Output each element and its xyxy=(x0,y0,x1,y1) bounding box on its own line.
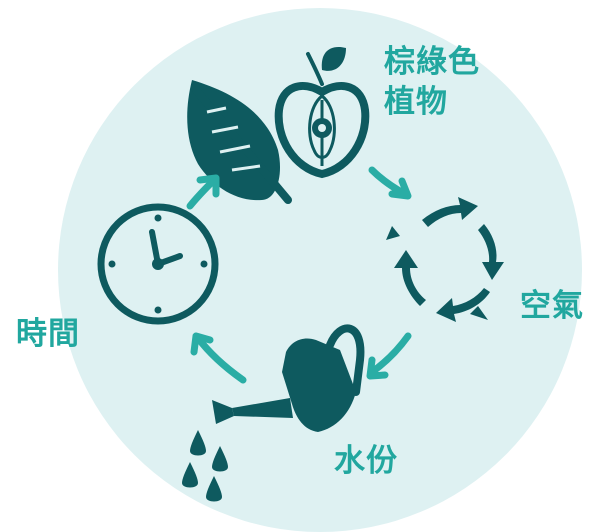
flow-arrow-apple-to-air xyxy=(368,166,412,200)
label-brown-plants: 棕綠色 植物 xyxy=(384,42,480,122)
water-drops-icon xyxy=(182,430,228,502)
label-brown-plants-line1: 棕綠色 xyxy=(384,44,480,80)
label-time: 時間 xyxy=(16,316,80,352)
label-air: 空氣 xyxy=(520,288,584,324)
background-circle xyxy=(58,8,582,532)
leaf-icon xyxy=(187,80,292,204)
apple-icon xyxy=(274,46,370,179)
label-brown-plants-line2: 植物 xyxy=(384,84,448,120)
label-water: 水份 xyxy=(334,443,398,479)
air-cycle-icon xyxy=(386,197,504,322)
clock-icon xyxy=(97,203,219,325)
watering-can-icon xyxy=(212,324,365,432)
flow-arrow-air-to-water xyxy=(366,332,412,380)
flow-arrow-clock-to-leaf xyxy=(186,174,220,210)
flow-arrow-water-to-clock xyxy=(190,332,247,384)
